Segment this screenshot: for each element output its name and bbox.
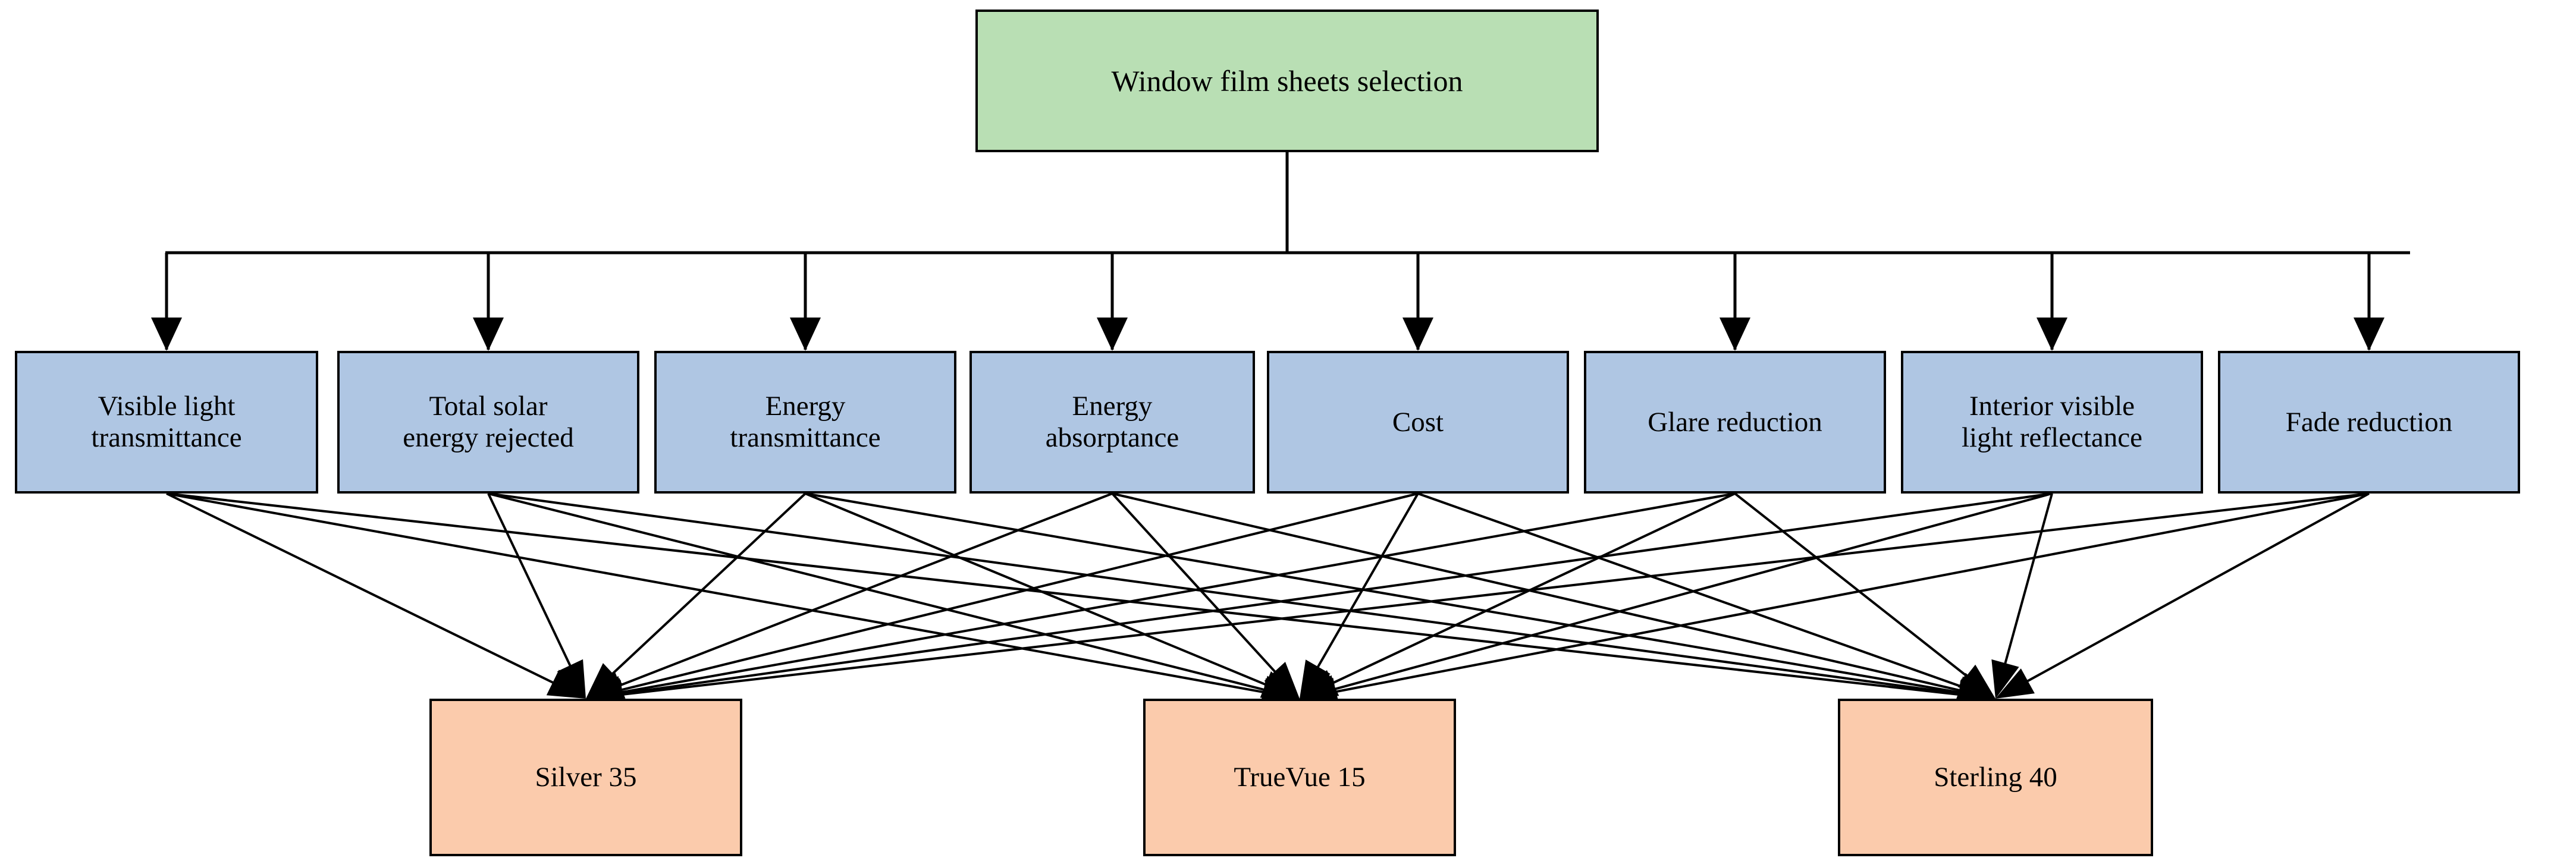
criterion-node-label: Total solar energy rejected xyxy=(403,391,574,453)
alternative-node-label: Silver 35 xyxy=(535,762,637,793)
edge-c3-to-a1 xyxy=(600,492,807,686)
edge-c8-to-a1 xyxy=(605,492,2370,698)
edge-c4-to-a1 xyxy=(604,492,1113,693)
edge-c8-to-a2 xyxy=(1319,492,2370,696)
edge-c4-to-a2 xyxy=(1111,492,1287,685)
edge-c3-to-a2 xyxy=(805,492,1282,692)
arrowhead-c5-to-a3 xyxy=(1956,673,1995,700)
criterion-node-2[interactable]: Total solar energy rejected xyxy=(337,351,639,494)
edge-c5-to-a3 xyxy=(1417,492,1977,693)
criterion-node-1[interactable]: Visible light transmittance xyxy=(15,351,318,494)
edge-c2-to-a1 xyxy=(487,493,579,681)
edge-c6-to-a2 xyxy=(1317,492,1736,692)
edge-c1-to-a3 xyxy=(166,492,1976,698)
arrowhead-c3-to-a1 xyxy=(586,663,623,699)
edge-c1-to-a2 xyxy=(166,492,1280,696)
edge-c5-to-a2 xyxy=(1309,493,1419,682)
criterion-node-label: Interior visible light reflectance xyxy=(1961,391,2142,453)
alternative-node-2[interactable]: TrueVue 15 xyxy=(1143,699,1456,856)
criterion-node-label: Fade reduction xyxy=(2285,406,2453,438)
criterion-node-5[interactable]: Cost xyxy=(1267,351,1569,494)
arrowhead-criterion-2 xyxy=(473,318,504,351)
arrowhead-c6-to-a2 xyxy=(1300,670,1339,699)
goal-node-label: Window film sheets selection xyxy=(1111,64,1463,98)
criterion-node-8[interactable]: Fade reduction xyxy=(2218,351,2520,494)
arrowhead-c5-to-a2 xyxy=(1300,659,1331,699)
criterion-node-3[interactable]: Energy transmittance xyxy=(654,351,956,494)
arrowhead-c1-to-a1 xyxy=(546,670,586,699)
edge-c7-to-a3 xyxy=(2000,493,2053,680)
alternative-node-label: TrueVue 15 xyxy=(1234,762,1366,793)
edge-c8-to-a3 xyxy=(2012,492,2370,690)
arrowhead-criterion-4 xyxy=(1097,318,1128,351)
criterion-node-6[interactable]: Glare reduction xyxy=(1584,351,1886,494)
criterion-node-4[interactable]: Energy absorptance xyxy=(969,351,1255,494)
criterion-node-label: Cost xyxy=(1392,406,1444,438)
criterion-node-label: Glare reduction xyxy=(1648,406,1822,438)
edge-c6-to-a3 xyxy=(1734,492,1981,687)
arrowhead-c2-to-a1 xyxy=(557,659,586,699)
edge-c7-to-a1 xyxy=(605,492,2053,697)
criterion-node-label: Visible light transmittance xyxy=(91,391,242,453)
edge-c2-to-a3 xyxy=(488,492,1976,697)
alternative-node-label: Sterling 40 xyxy=(1934,762,2057,793)
arrowhead-c7-to-a3 xyxy=(1991,659,2019,699)
arrowhead-criterion-6 xyxy=(1720,318,1750,351)
edge-c2-to-a2 xyxy=(488,492,1281,695)
arrowhead-criterion-8 xyxy=(2354,318,2384,351)
criterion-node-label: Energy absorptance xyxy=(1045,391,1179,453)
goal-node[interactable]: Window film sheets selection xyxy=(975,10,1599,152)
edge-c5-to-a1 xyxy=(605,492,1419,695)
arrowhead-c3-to-a2 xyxy=(1260,671,1300,699)
criterion-node-7[interactable]: Interior visible light reflectance xyxy=(1901,351,2203,494)
edge-c4-to-a3 xyxy=(1112,492,1976,696)
edge-c3-to-a3 xyxy=(805,492,1976,697)
arrowhead-criterion-7 xyxy=(2037,318,2067,351)
criterion-node-label: Energy transmittance xyxy=(730,391,881,453)
arrowhead-c8-to-a3 xyxy=(1995,668,2035,699)
arrowhead-criterion-1 xyxy=(151,318,182,351)
edge-c6-to-a1 xyxy=(605,492,1736,696)
arrowhead-criterion-3 xyxy=(790,318,821,351)
alternative-node-3[interactable]: Sterling 40 xyxy=(1838,699,2153,856)
edge-c1-to-a1 xyxy=(166,492,569,691)
edge-c7-to-a2 xyxy=(1319,492,2053,695)
arrowhead-c4-to-a2 xyxy=(1264,662,1300,699)
arrowhead-c4-to-a1 xyxy=(586,672,626,699)
arrowhead-criterion-5 xyxy=(1402,318,1433,351)
arrowhead-c6-to-a3 xyxy=(1957,664,1995,699)
alternative-node-1[interactable]: Silver 35 xyxy=(429,699,742,856)
